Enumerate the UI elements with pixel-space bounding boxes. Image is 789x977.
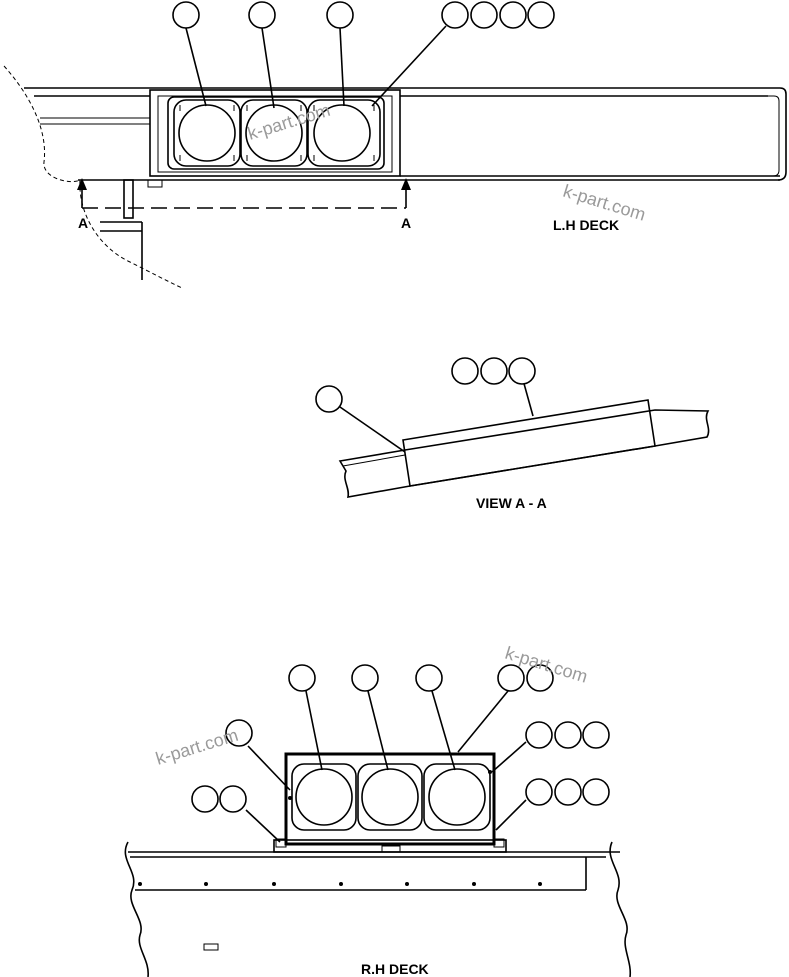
section-line-a-a xyxy=(77,178,411,209)
lh-lamp-1 xyxy=(173,99,241,167)
watermark-1: k-part.com xyxy=(245,100,332,144)
view-aa-callout-bubbles xyxy=(315,357,536,413)
rh-bolt xyxy=(203,943,219,951)
view-aa-rail xyxy=(338,409,710,498)
lh-light-box xyxy=(149,89,401,177)
lh-callout-bubbles xyxy=(172,1,555,29)
lh-cab-outline xyxy=(3,65,183,289)
rh-break-right xyxy=(609,841,632,977)
lh-deck-label: L.H DECK xyxy=(553,217,619,233)
view-a-a: VIEW A - A xyxy=(315,357,710,511)
view-aa-light-box xyxy=(402,399,656,487)
rh-light-box xyxy=(284,752,496,846)
rh-deck-rivets xyxy=(138,882,542,886)
lh-deck-view: A A L.H DECK xyxy=(3,1,787,289)
section-label-right: A xyxy=(401,215,411,231)
rh-deck-view: R.H DECK xyxy=(124,664,632,977)
rh-lamp-1 xyxy=(291,763,357,831)
lh-lamp-housing xyxy=(167,96,385,170)
lh-deck-end-cap xyxy=(768,87,787,181)
watermark-4: k-part.com xyxy=(153,725,240,769)
rh-break-left xyxy=(124,841,149,977)
rh-callout-bubbles xyxy=(191,664,610,813)
lh-bolt xyxy=(147,179,163,188)
lh-support-post xyxy=(123,179,134,219)
rh-lamp-2 xyxy=(357,763,423,831)
view-aa-label: VIEW A - A xyxy=(476,495,547,511)
section-label-left: A xyxy=(78,215,88,231)
rh-deck-label: R.H DECK xyxy=(361,961,429,977)
rh-lamp-3 xyxy=(423,763,491,831)
